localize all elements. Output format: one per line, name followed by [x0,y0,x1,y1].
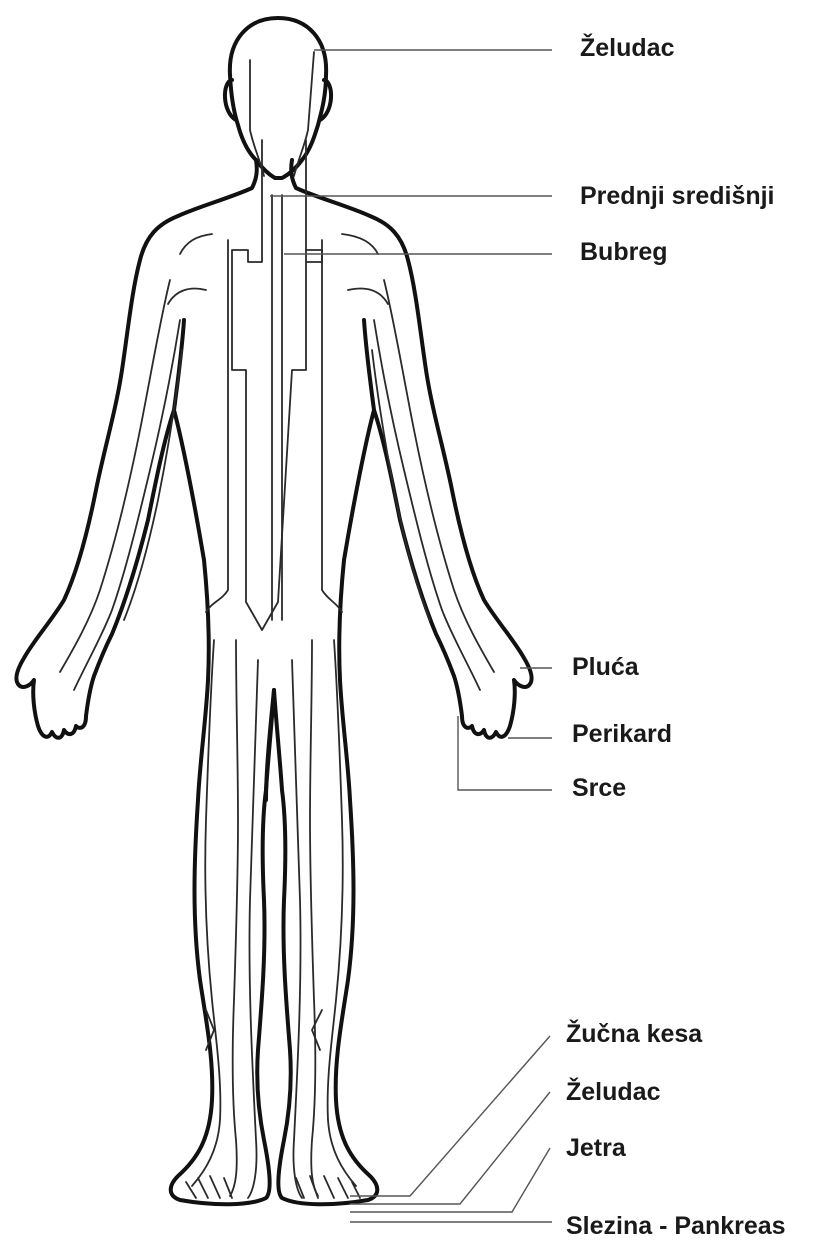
label-zeludac-top: Želudac [580,36,674,61]
head-outline [230,18,326,178]
left-leg-channel-3 [248,660,258,1198]
body-outline [16,160,531,1204]
right-arm-channel-3 [372,350,430,620]
shoulder-arc-right-2 [348,289,388,304]
right-leg-channel-2 [310,640,318,1196]
leader-zeludac-bottom [350,1092,550,1204]
label-bubreg: Bubreg [580,240,668,265]
label-zeludac-bottom: Želudac [566,1080,660,1105]
label-prednji-sredisnji: Prednji središnji [580,184,775,209]
label-zucna-kesa: Žučna kesa [566,1022,702,1047]
torso-side-left [206,240,228,612]
right-leg-zigzag [312,1010,322,1050]
torso-side-right [322,240,342,612]
label-slezina-pankreas: Slezina - Pankreas [566,1214,786,1239]
right-leg-channel-3 [292,660,302,1198]
right-arm-inner [364,320,374,410]
left-arm-channel-1 [60,280,170,672]
shoulder-arc-left-2 [168,289,206,304]
shoulder-arc-right [342,234,378,254]
left-arm-channel-2 [74,320,180,690]
label-perikard: Perikard [572,722,672,747]
central-channel [232,140,322,630]
label-jetra: Jetra [566,1136,626,1161]
label-pluca: Pluća [572,655,639,680]
left-leg-channel-2 [230,640,238,1196]
leader-jetra [350,1148,550,1212]
leader-zucna-kesa [350,1036,550,1196]
shoulder-arc-left [180,234,212,254]
label-srce: Srce [572,776,626,801]
inner-leg-divider [266,690,274,800]
right-arm-channel-1 [384,280,494,672]
left-foot-toes [186,1176,232,1198]
